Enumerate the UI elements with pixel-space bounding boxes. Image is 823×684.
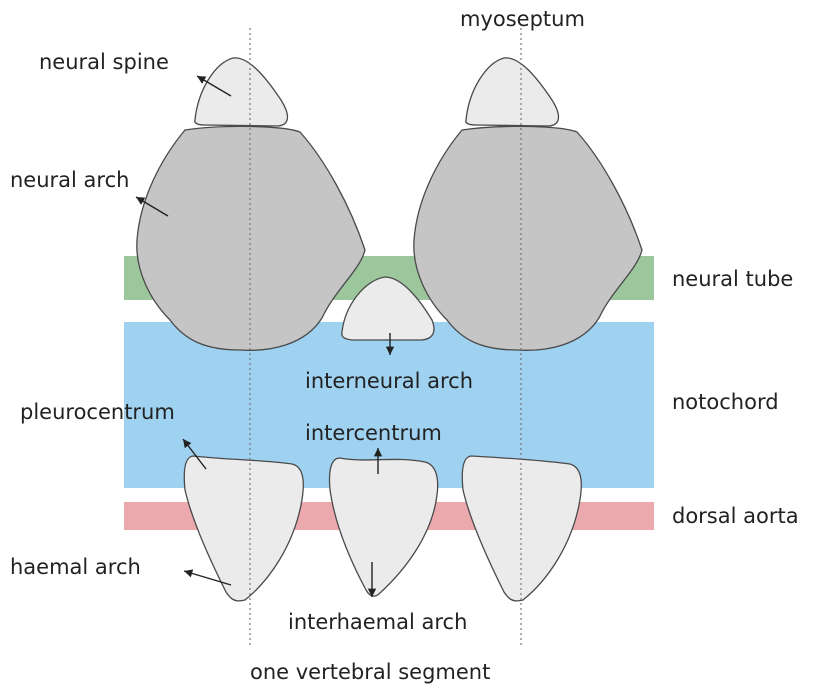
- pleurocentrum-left: [184, 456, 303, 601]
- neural-arch-right: [414, 126, 642, 350]
- label-neural-spine: neural spine: [39, 50, 169, 74]
- label-intercentrum: intercentrum: [305, 421, 442, 445]
- label-myoseptum: myoseptum: [460, 7, 585, 31]
- label-interneural-arch: interneural arch: [305, 369, 473, 393]
- label-haemal-arch: haemal arch: [10, 555, 141, 579]
- label-vertebral-segment: one vertebral segment: [250, 660, 490, 684]
- label-pleurocentrum: pleurocentrum: [20, 400, 175, 424]
- neural-spine-left: [195, 58, 288, 126]
- label-interhaemal-arch: interhaemal arch: [288, 610, 467, 634]
- label-neural-arch: neural arch: [10, 168, 129, 192]
- pleurocentrum-right: [462, 456, 581, 601]
- intercentrum-shape: [329, 458, 437, 596]
- neural-arch-left: [137, 126, 365, 350]
- label-dorsal-aorta: dorsal aorta: [672, 504, 799, 528]
- label-notochord: notochord: [672, 390, 779, 414]
- neural-spine-right: [466, 58, 559, 126]
- label-neural-tube: neural tube: [672, 267, 793, 291]
